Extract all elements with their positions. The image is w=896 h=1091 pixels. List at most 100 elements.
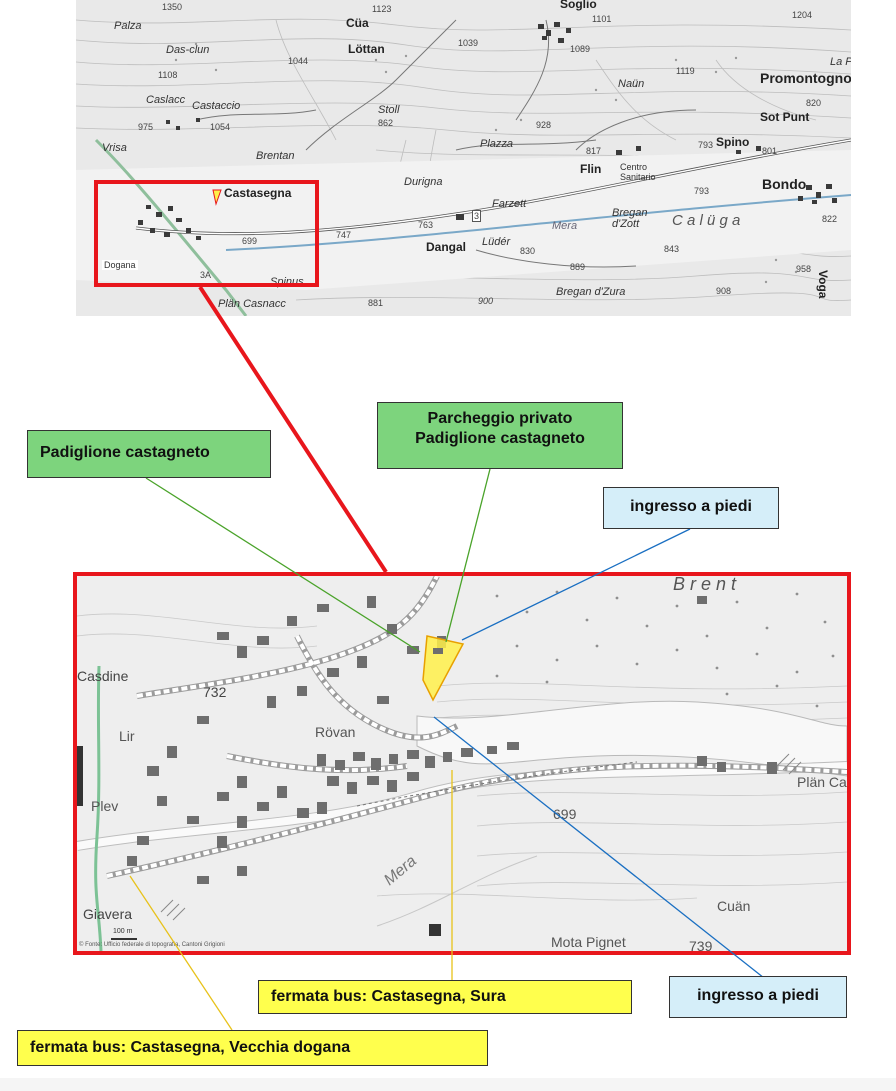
label-699: 699	[553, 806, 577, 822]
elev-889: 889	[570, 262, 586, 272]
label-mera-overview: Mera	[552, 220, 578, 232]
label-732: 732	[203, 684, 227, 700]
label-naun: Naün	[618, 78, 645, 90]
label-bregan-dzura: Bregan d'Zura	[556, 286, 626, 298]
scale-bar	[111, 938, 137, 940]
callout-parcheggio-line2: Padiglione castagneto	[415, 430, 585, 447]
label-giavera: Giavera	[83, 906, 133, 922]
label-bregan-dzott: Bregan d'Zott	[612, 207, 648, 230]
label-plan-ca: Plän Ca	[797, 774, 847, 790]
road-number-3a: 3A	[200, 270, 212, 280]
elev-747: 747	[336, 230, 352, 240]
detail-map[interactable]: B r e n t Casdine 732 Rövan Lir Plev 699…	[73, 572, 851, 955]
callout-padiglione-text: Padiglione castagneto	[40, 444, 210, 461]
callout-ingresso-top: ingresso a piedi	[603, 487, 779, 529]
elev-975: 975	[138, 122, 154, 132]
elev-817: 817	[586, 146, 602, 156]
label-cua: Cüa	[346, 16, 369, 30]
elev-843: 843	[664, 244, 680, 254]
label-dangal: Dangal	[426, 240, 467, 254]
label-promontogno: Promontogno	[760, 70, 851, 86]
label-soglio: Soglio	[560, 0, 597, 11]
callout-fermata-dogana: fermata bus: Castasegna, Vecchia dogana	[17, 1030, 488, 1066]
label-stoll: Stoll	[378, 104, 400, 116]
callout-ingresso-top-text: ingresso a piedi	[630, 498, 752, 515]
label-caluga: C a l ü g a	[672, 212, 741, 229]
map-credit: © Fonte: Ufficio federale di topografia,…	[79, 942, 225, 948]
elev-1123: 1123	[372, 4, 392, 14]
elev-1039: 1039	[458, 38, 479, 48]
elev-928: 928	[536, 120, 552, 130]
elev-1350: 1350	[162, 2, 183, 12]
callout-fermata-sura: fermata bus: Castasegna, Sura	[258, 980, 632, 1014]
elev-958: 958	[796, 264, 812, 274]
parcheggio-pointer-line	[445, 468, 491, 643]
elev-1089: 1089	[570, 44, 591, 54]
label-castasegna: Castasegna	[224, 186, 292, 200]
label-casdine: Casdine	[77, 668, 129, 684]
label-brent: B r e n t	[673, 574, 737, 594]
label-mota-pignet: Mota Pignet	[551, 934, 626, 950]
callout-fermata-dogana-text: fermata bus: Castasegna, Vecchia dogana	[30, 1039, 351, 1056]
elev-1108: 1108	[158, 70, 178, 80]
label-durigna: Durigna	[404, 176, 443, 188]
overview-terrain	[76, 0, 851, 316]
ingresso-top-pointer-line	[461, 528, 691, 641]
elev-1204: 1204	[792, 10, 813, 20]
label-cuan: Cuän	[717, 898, 751, 914]
label-caslacc: Caslacc	[146, 94, 186, 106]
elev-1101: 1101	[592, 14, 612, 24]
label-flin: Flin	[580, 162, 602, 176]
label-dogana: Dogana	[102, 260, 138, 270]
label-castaccio: Castaccio	[192, 100, 241, 112]
scale-label: 100 m	[113, 928, 133, 935]
callout-fermata-sura-text: fermata bus: Castasegna, Sura	[271, 988, 506, 1005]
elev-900: 900	[478, 296, 494, 306]
elev-830: 830	[520, 246, 536, 256]
callout-ingresso-bottom-text: ingresso a piedi	[697, 987, 819, 1004]
elev-1044: 1044	[288, 56, 309, 66]
elev-881: 881	[368, 298, 384, 308]
label-spino: Spino	[716, 135, 750, 149]
road-number-3: 3	[472, 210, 482, 222]
label-la-porta: La Port	[830, 56, 851, 68]
label-739: 739	[689, 938, 713, 954]
zoom-connector-line	[198, 285, 388, 574]
elev-699: 699	[242, 236, 258, 246]
label-plan-casnacc: Plän Casnacc	[218, 298, 286, 310]
elev-793a: 793	[698, 140, 714, 150]
elev-908: 908	[716, 286, 732, 296]
label-centro-sanitario: Centro Sanitario	[620, 162, 656, 182]
elev-763: 763	[418, 220, 434, 230]
label-rovan: Rövan	[315, 724, 356, 740]
ingresso-bottom-pointer-line	[433, 716, 765, 979]
detail-terrain	[77, 576, 847, 951]
label-sot-punt: Sot Punt	[760, 110, 810, 124]
elev-793b: 793	[694, 186, 710, 196]
label-lir: Lir	[119, 728, 135, 744]
padiglione-pointer-line	[145, 477, 421, 653]
elev-1119: 1119	[676, 66, 695, 76]
callout-padiglione: Padiglione castagneto	[27, 430, 271, 478]
overview-highlight-frame	[94, 180, 319, 287]
elev-820: 820	[806, 98, 822, 108]
label-plev: Plev	[91, 798, 119, 814]
bottom-strip	[0, 1078, 896, 1091]
label-das-clun: Das-clun	[166, 44, 210, 56]
elev-801: 801	[762, 146, 778, 156]
callout-ingresso-bottom: ingresso a piedi	[669, 976, 847, 1018]
label-brentan: Brentan	[256, 150, 295, 162]
elev-822: 822	[822, 214, 838, 224]
callout-parcheggio: Parcheggio privato Padiglione castagneto	[377, 402, 623, 469]
label-farzett: Farzett	[492, 198, 527, 210]
label-vrisa: Vrisa	[102, 142, 127, 154]
label-palza: Palza	[114, 20, 142, 32]
callout-parcheggio-line1: Parcheggio privato	[427, 410, 573, 427]
label-plazza: Plazza	[480, 138, 514, 150]
label-bondo: Bondo	[762, 176, 807, 192]
elev-1054: 1054	[210, 122, 231, 132]
overview-map[interactable]: Palza Das-clun Cüa Löttan Soglio Naün Pr…	[76, 0, 851, 316]
label-lottan: Löttan	[348, 42, 385, 56]
label-luder: Lüdér	[482, 236, 511, 248]
